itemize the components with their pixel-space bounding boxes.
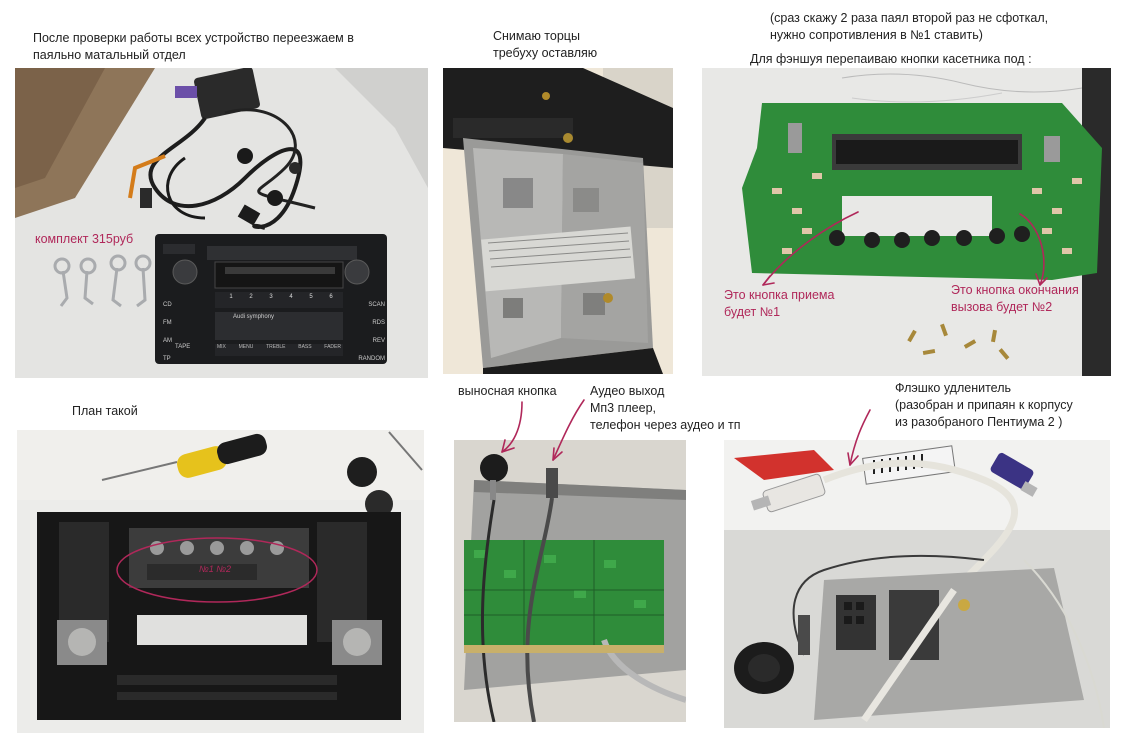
caption-photo1-title: После проверки работы всех устройство пе… — [33, 31, 354, 62]
photo-usb-extender — [724, 440, 1110, 728]
photo-front-pcb: Это кнопка приема будет №1 Это кнопка ок… — [702, 68, 1111, 376]
radio-preset-4: 4 — [289, 294, 293, 300]
caption-kit-price: комплект 315руб — [35, 232, 134, 246]
caption-photo6-usb: Флэшко удленитель (разобран и припаян к … — [895, 381, 1073, 429]
plan-label: №1 №2 — [199, 564, 232, 574]
caption-photo3-title: Для фэншуя перепаиваю кнопки касетника п… — [750, 52, 1032, 66]
photo-radio-chassis — [443, 68, 673, 374]
photo-radio-kit: комплект 315руб CD FM AM TP TAPE SCAN RD… — [15, 68, 428, 378]
radio-left-labels: CD FM AM TP — [163, 302, 172, 362]
photo-faceplate-plan: №1 №2 — [17, 430, 424, 733]
radio-right-labels: SCAN RDS REV RANDOM — [358, 302, 385, 362]
caption-photo5-remote: выносная кнопка — [458, 384, 557, 398]
caption-photo4-title: План такой — [72, 404, 138, 418]
caption-button-2: Это кнопка окончания вызова будет №2 — [951, 283, 1079, 314]
caption-photo3-note: (сраз скажу 2 раза паял второй раз не сф… — [770, 11, 1049, 42]
radio-preset-3: 3 — [269, 294, 273, 300]
radio-tape-label: TAPE — [175, 344, 191, 350]
radio-faceplate — [155, 234, 387, 364]
caption-photo2-title: Снимаю торцы требуху оставляю — [493, 29, 598, 60]
caption-button-1: Это кнопка приема будет №1 — [724, 288, 835, 319]
radio-preset-2: 2 — [249, 294, 253, 300]
radio-preset-buttons: 1 2 3 4 5 6 — [221, 294, 341, 300]
radio-preset-6: 6 — [329, 294, 333, 300]
photo-pcb-audio-out — [454, 440, 686, 722]
radio-brand: Audi symphony — [233, 314, 275, 320]
radio-preset-5: 5 — [309, 294, 313, 300]
caption-photo5-audio: Аудео выход Мп3 плеер, телефон через ауд… — [590, 384, 741, 432]
radio-preset-1: 1 — [229, 294, 233, 300]
radio-bottom-labels: MIX MENU TREBLE BASS FADER — [217, 344, 341, 350]
